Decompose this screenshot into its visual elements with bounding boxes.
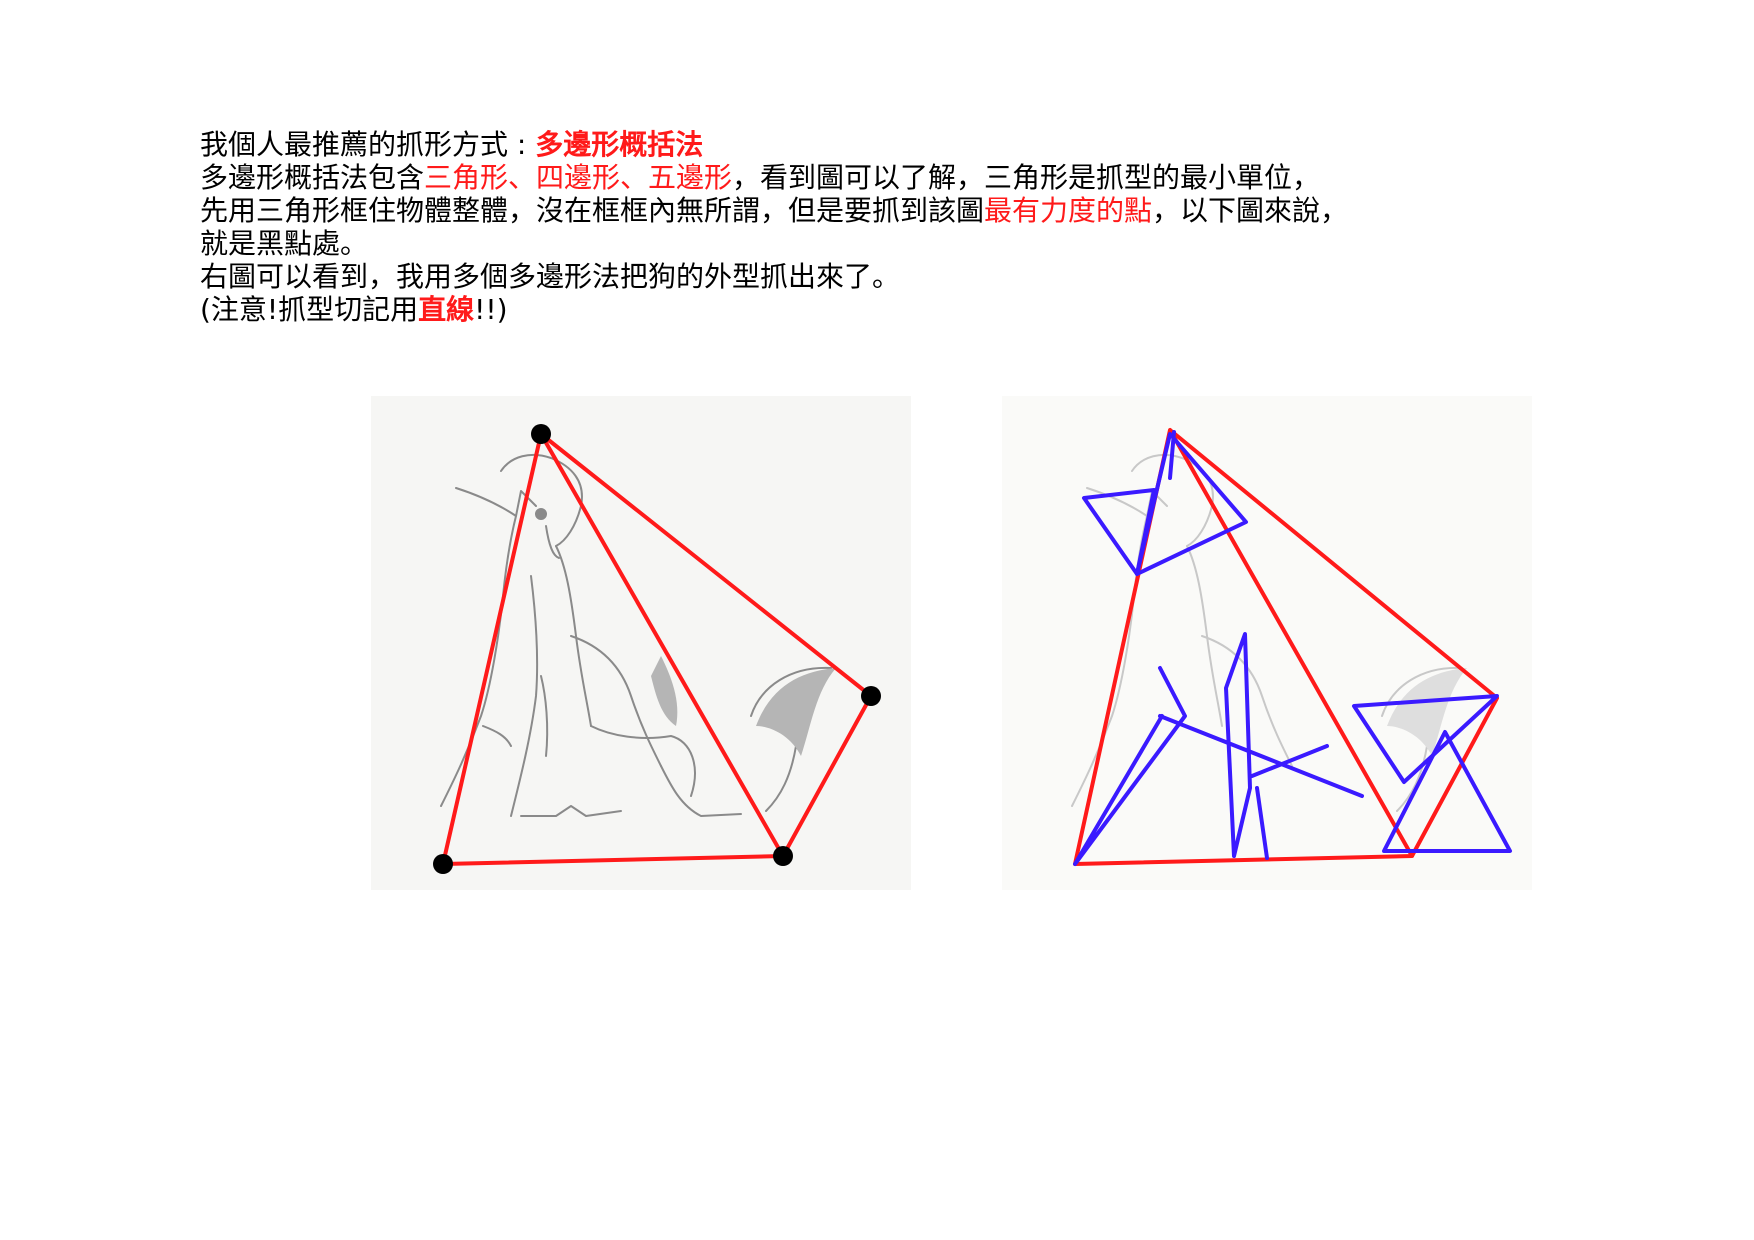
key-point-right	[861, 686, 881, 706]
text-segment: ，以下圖來說，	[1152, 194, 1349, 227]
text-segment: 右圖可以看到，我用多個多邊形法把狗的外型抓出來了。	[200, 260, 901, 293]
key-point-bottom-right	[773, 846, 793, 866]
highlight-straight-lines: 直線	[418, 293, 475, 326]
text-segment: 我個人最推薦的抓形方式 :	[200, 128, 536, 161]
key-points	[433, 424, 881, 874]
blue-polygon-ear	[1082, 488, 1156, 576]
right-diagram	[1002, 396, 1532, 890]
dog-tail-shading	[1387, 668, 1467, 756]
blue-polygon-chest	[1224, 632, 1252, 858]
highlight-shapes: 三角形、四邊形、五邊形	[424, 161, 733, 194]
text-segment: 就是黑點處。	[200, 227, 369, 260]
blue-polygon-front-leg	[1073, 666, 1187, 866]
red-bounding-triangle	[441, 432, 873, 866]
dog-sketch-left	[433, 424, 881, 874]
text-line-6: (注意!抓型切記用直線!!)	[200, 293, 1600, 326]
text-segment: !!)	[474, 293, 508, 326]
highlight-key-points: 最有力度的點	[984, 194, 1153, 227]
blue-line-body	[1158, 714, 1364, 798]
text-line-3: 先用三角形框住物體整體，沒在框框內無所謂，但是要抓到該圖最有力度的點，以下圖來說…	[200, 194, 1600, 227]
text-segment: 先用三角形框住物體整體，沒在框框內無所謂，但是要抓到該圖	[200, 194, 985, 227]
left-diagram	[371, 396, 911, 890]
dog-sketch-right	[1071, 428, 1512, 866]
text-segment: ，看到圖可以了解，三角形是抓型的最小單位，	[732, 161, 1321, 194]
key-point-top	[531, 424, 551, 444]
text-line-1: 我個人最推薦的抓形方式 : 多邊形概括法	[200, 128, 1600, 161]
key-point-bottom-left	[433, 854, 453, 874]
blue-line-hip	[1250, 744, 1329, 778]
blue-polygon-paw	[1382, 730, 1512, 853]
blue-line-hind-leg	[1255, 786, 1269, 860]
dog-chest-shading	[651, 656, 678, 726]
dog-tail-shading	[756, 668, 836, 756]
text-line-5: 右圖可以看到，我用多個多邊形法把狗的外型抓出來了。	[200, 260, 1600, 293]
explanation-text: 我個人最推薦的抓形方式 : 多邊形概括法 多邊形概括法包含三角形、四邊形、五邊形…	[200, 128, 1600, 326]
highlight-polygon-method: 多邊形概括法	[535, 128, 704, 161]
text-segment: (注意!抓型切記用	[200, 293, 419, 326]
blue-polygons	[1073, 430, 1512, 866]
red-bounding-triangle	[1073, 428, 1499, 866]
blue-polygon-head	[1135, 432, 1248, 576]
text-line-4: 就是黑點處。	[200, 227, 1600, 260]
dog-sketch-drawing	[440, 453, 832, 817]
blue-line-snout	[1168, 430, 1176, 480]
text-segment: 多邊形概括法包含	[200, 161, 425, 194]
text-line-2: 多邊形概括法包含三角形、四邊形、五邊形，看到圖可以了解，三角形是抓型的最小單位，	[200, 161, 1600, 194]
